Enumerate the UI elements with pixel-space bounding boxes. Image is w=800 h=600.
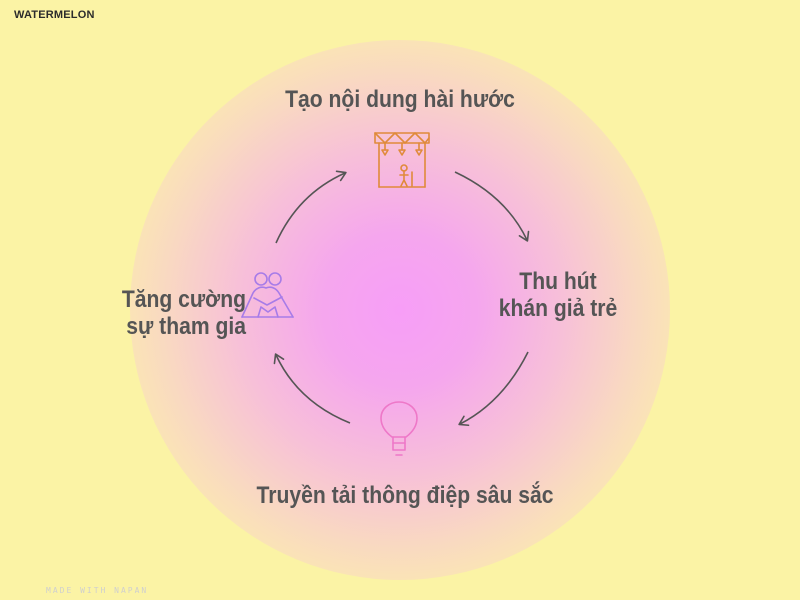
arrow-top-to-right xyxy=(454,171,530,242)
arrow-left-to-top xyxy=(275,170,347,244)
brand-logo: WATERMELON xyxy=(14,9,95,21)
cycle-step-right-label: Thu hút khán giả trẻ xyxy=(481,268,636,322)
cycle-step-right-line-1: Thu hút xyxy=(519,268,597,295)
cycle-step-bottom-label: Truyền tải thông điệp sâu sắc xyxy=(256,482,554,509)
cycle-step-left-line-2: sự tham gia xyxy=(126,313,246,340)
cycle-step-right-line-2: khán giả trẻ xyxy=(498,295,618,322)
arrow-bottom-to-left xyxy=(273,353,351,424)
cycle-step-top-label: Tạo nội dung hài hước xyxy=(285,86,515,113)
center-glow xyxy=(130,40,670,580)
footer-credit: MADE WITH NAPAN xyxy=(46,586,149,595)
arrow-right-to-bottom xyxy=(458,351,529,427)
cycle-step-left-line-1: Tăng cường xyxy=(121,286,246,313)
cycle-step-left-label: Tăng cường sự tham gia xyxy=(82,286,246,340)
